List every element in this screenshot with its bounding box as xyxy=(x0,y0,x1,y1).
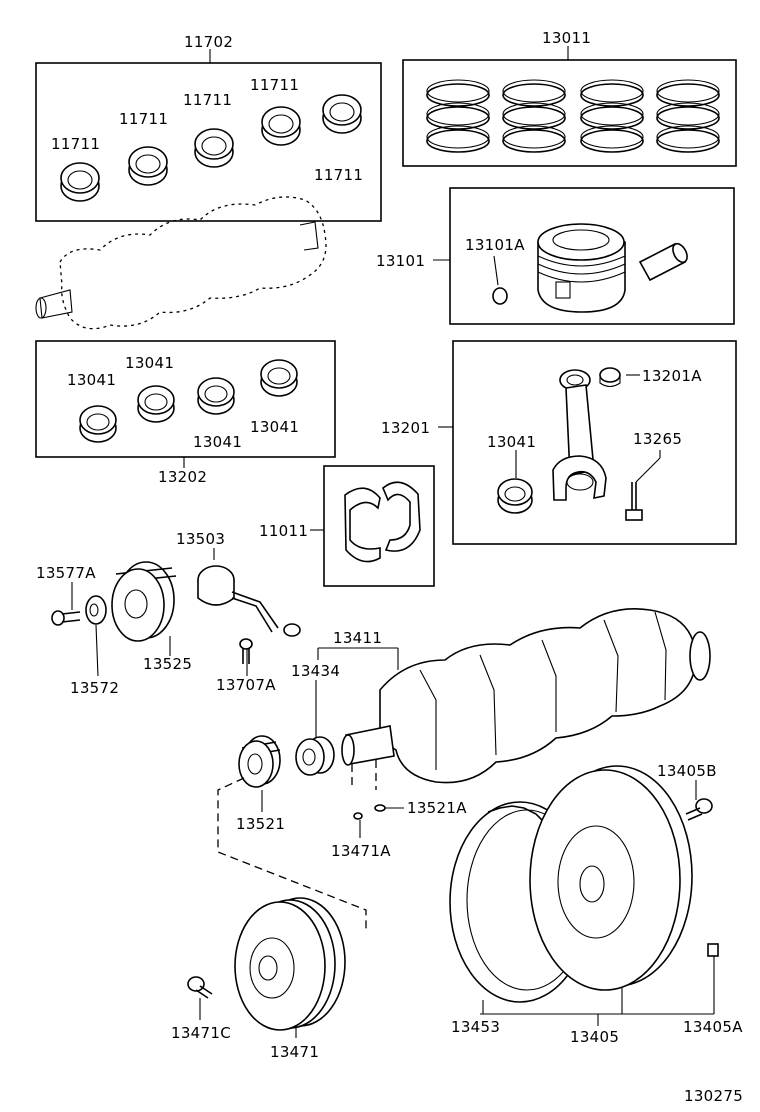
box-13202-rod-bearing-set xyxy=(35,340,336,458)
crank-bearing-icon xyxy=(194,128,234,168)
part-label-13202: 13202 xyxy=(158,468,207,486)
part-label-13525: 13525 xyxy=(143,655,192,673)
dowel-pin-icon xyxy=(707,943,719,957)
part-label-13434: 13434 xyxy=(291,662,340,680)
piston-ring-set-icon xyxy=(580,79,644,153)
part-label-13577A: 13577A xyxy=(36,564,96,582)
part-label-13041: 13041 xyxy=(487,433,536,451)
rod-bearing-icon xyxy=(260,359,298,397)
part-label-13101A: 13101A xyxy=(465,236,525,254)
part-label-13471: 13471 xyxy=(270,1043,319,1061)
part-label-11702: 11702 xyxy=(184,33,233,51)
piston-ring-set-icon xyxy=(656,79,720,153)
part-label-13405B: 13405B xyxy=(657,762,717,780)
connecting-rod-icon xyxy=(552,369,607,501)
piston-icon xyxy=(537,223,626,313)
box-13101-piston xyxy=(449,187,735,325)
crank-washer-icon xyxy=(85,595,107,625)
crankshaft-icon xyxy=(341,608,711,784)
part-label-13265: 13265 xyxy=(633,430,682,448)
alignment-guide-line xyxy=(217,777,367,930)
part-label-11711: 11711 xyxy=(119,110,168,128)
piston-ring-set-icon xyxy=(502,79,566,153)
part-label-13503: 13503 xyxy=(176,530,225,548)
box-11011-thrust-washers xyxy=(323,465,435,587)
part-label-13521A: 13521A xyxy=(407,799,467,817)
crank-sensor-icon xyxy=(197,565,301,637)
part-label-13453: 13453 xyxy=(451,1018,500,1036)
leader-lines xyxy=(71,46,715,1038)
part-label-13471C: 13471C xyxy=(171,1024,231,1042)
part-label-13041: 13041 xyxy=(125,354,174,372)
snap-ring-icon xyxy=(492,287,508,305)
box-13011-ring-set xyxy=(402,59,737,167)
part-label-13041: 13041 xyxy=(193,433,242,451)
part-label-13521: 13521 xyxy=(236,815,285,833)
crank-bearing-icon xyxy=(128,146,168,186)
flywheel-bolt-icon xyxy=(685,798,713,821)
piston-ring-set-icon xyxy=(426,79,490,153)
rod-bearing-icon xyxy=(137,385,175,423)
part-label-13411: 13411 xyxy=(333,629,382,647)
rod-bearing-icon xyxy=(79,405,117,443)
part-label-13572: 13572 xyxy=(70,679,119,697)
part-label-13011: 13011 xyxy=(542,29,591,47)
flywheel-icon xyxy=(529,765,693,991)
timing-gear-icon xyxy=(111,561,177,642)
part-label-13405: 13405 xyxy=(570,1028,619,1046)
part-label-13201: 13201 xyxy=(381,419,430,437)
crank-bearing-icon xyxy=(60,162,100,202)
crank-gear-icon xyxy=(295,736,335,776)
thrust-washer-icon xyxy=(344,481,421,563)
rod-bolt-icon xyxy=(625,482,643,521)
part-label-13201A: 13201A xyxy=(642,367,702,385)
pulley-bolt-icon xyxy=(187,976,213,999)
gear-bolt-icon xyxy=(51,610,81,626)
part-label-13101: 13101 xyxy=(376,252,425,270)
piston-pin-icon xyxy=(638,242,688,282)
rod-bearing-icon xyxy=(497,478,533,514)
crankshaft-outline-icon xyxy=(35,196,327,330)
part-label-11011: 11011 xyxy=(259,522,308,540)
diagram-number: 130275 xyxy=(684,1087,743,1105)
rod-bearing-icon xyxy=(197,377,235,415)
part-label-11711: 11711 xyxy=(183,91,232,109)
box-13201-connecting-rod xyxy=(452,340,737,545)
sensor-bolt-icon xyxy=(239,638,253,664)
woodruff-key-icon xyxy=(353,804,386,820)
part-label-13405A: 13405A xyxy=(683,1018,743,1036)
oil-pump-gear-icon xyxy=(238,735,281,788)
crank-bearing-icon xyxy=(322,94,362,134)
part-label-13471A: 13471A xyxy=(331,842,391,860)
rod-bushing-icon xyxy=(599,367,621,388)
part-label-13041: 13041 xyxy=(250,418,299,436)
box-11702-bearing-set xyxy=(35,62,382,222)
part-label-13707A: 13707A xyxy=(216,676,276,694)
part-label-11711: 11711 xyxy=(250,76,299,94)
crank-bearing-icon xyxy=(261,106,301,146)
part-label-11711: 11711 xyxy=(51,135,100,153)
part-label-11711: 11711 xyxy=(314,166,363,184)
part-label-13041: 13041 xyxy=(67,371,116,389)
crank-pulley-icon xyxy=(234,897,346,1031)
